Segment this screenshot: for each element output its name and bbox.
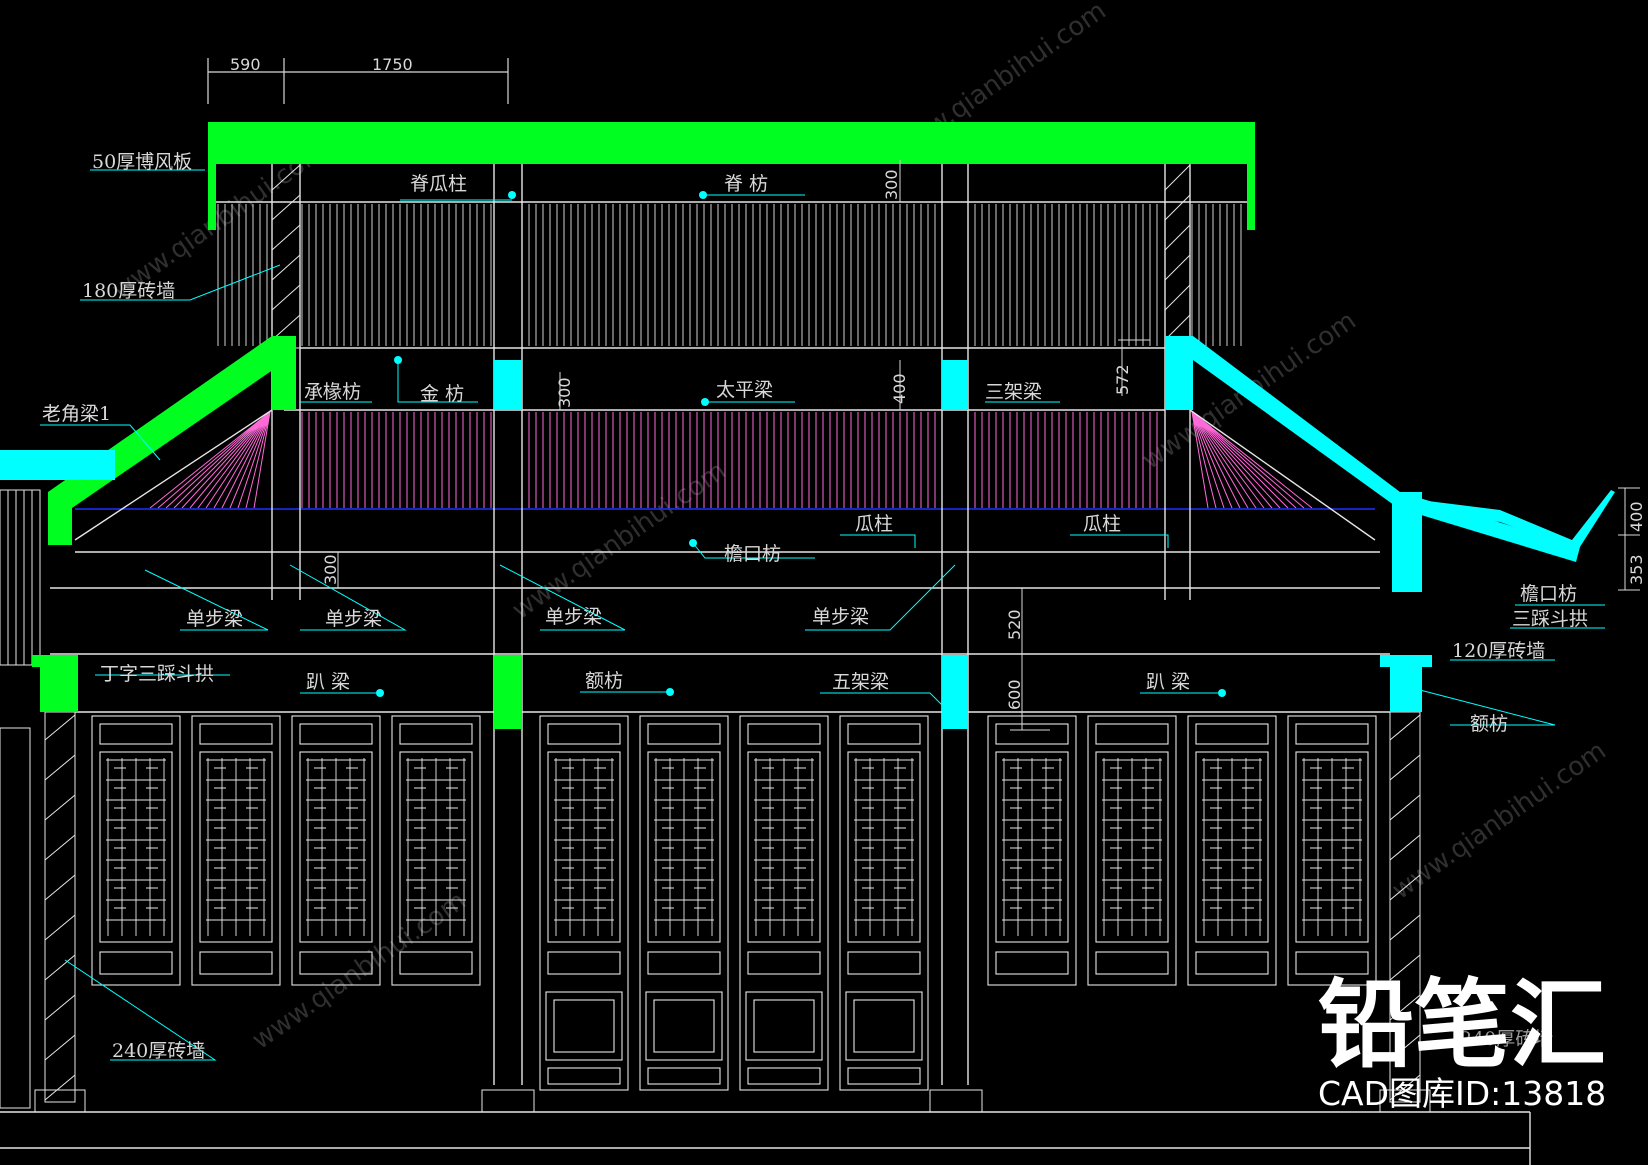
annotation-labels: 50厚博风板 180厚砖墙 老角梁1 脊瓜柱 脊 枋 承椽枋 金 枋 太平梁 三… — [42, 151, 1588, 1062]
cad-id: CAD图库ID:13818 — [1318, 1074, 1606, 1113]
leader-lines — [40, 169, 1605, 1061]
dim-520: 520 — [1005, 609, 1024, 640]
label-danbu-3: 单步梁 — [545, 606, 602, 628]
dim-400-right: 400 — [1627, 501, 1646, 532]
dim-600: 600 — [1005, 679, 1024, 710]
lower-roof-hatch — [149, 411, 1313, 509]
green-members — [32, 122, 1255, 729]
brand-watermark: 铅笔汇 CAD图库ID:13818 — [1318, 969, 1606, 1113]
lower-brick-walls — [34, 711, 1431, 1113]
label-chengchuanfang: 承椽枋 — [304, 381, 361, 403]
svg-text:www.qianbihui.com: www.qianbihui.com — [1387, 736, 1612, 906]
dim-400-taiping: 400 — [890, 373, 909, 404]
label-sancai-dougong: 三踩斗拱 — [1512, 608, 1588, 630]
dim-300-eave: 300 — [321, 554, 340, 585]
label-wall-180: 180厚砖墙 — [82, 280, 175, 302]
label-laojiaoliang: 老角梁1 — [42, 403, 111, 425]
label-yankoufang-right: 檐口枋 — [1520, 583, 1577, 605]
label-yankoufang: 檐口枋 — [724, 543, 781, 565]
dim-1750: 1750 — [372, 55, 413, 74]
label-wall-240-right: 240厚砖墙 — [1460, 1028, 1553, 1050]
label-jifang: 脊 枋 — [724, 173, 768, 195]
label-danbu-2: 单步梁 — [325, 608, 382, 630]
dim-590: 590 — [230, 55, 261, 74]
label-sanjialiang: 三架梁 — [985, 381, 1042, 403]
label-danbu-4: 单步梁 — [812, 606, 869, 628]
dim-353: 353 — [1627, 554, 1646, 585]
label-dots — [376, 191, 1226, 697]
left-outer-wall — [0, 489, 41, 1109]
upper-roof-hatch — [217, 204, 1242, 346]
dim-300-ridge: 300 — [882, 169, 901, 200]
cyan-members — [0, 336, 1615, 729]
label-efang: 额枋 — [585, 670, 623, 692]
top-dimension — [207, 58, 509, 104]
label-guazhu-2: 瓜柱 — [1083, 513, 1121, 535]
dim-300-jin: 300 — [555, 377, 574, 408]
structure-lines — [0, 160, 1531, 1165]
svg-text:www.qianbihui.com: www.qianbihui.com — [507, 456, 732, 626]
label-taipingliang: 太平梁 — [716, 379, 773, 401]
label-paliang-1: 趴 梁 — [306, 671, 350, 693]
brand-logo: 铅笔汇 — [1318, 969, 1606, 1081]
label-efang-right: 额枋 — [1470, 713, 1508, 735]
label-paliang-2: 趴 梁 — [1146, 671, 1190, 693]
dim-572: 572 — [1113, 364, 1132, 395]
vertical-dimensions — [337, 160, 1640, 731]
label-bofengban: 50厚博风板 — [92, 151, 192, 173]
label-jinfang: 金 枋 — [420, 383, 464, 405]
label-guazhu-1: 瓜柱 — [855, 513, 893, 535]
label-wall-120: 120厚砖墙 — [1452, 640, 1545, 662]
label-wujialiang: 五架梁 — [832, 671, 889, 693]
door-panels — [91, 715, 1377, 1091]
label-danbu-1: 单步梁 — [186, 608, 243, 630]
label-jiguazhu: 脊瓜柱 — [410, 173, 467, 195]
label-dingzi-dougong: 丁字三踩斗拱 — [100, 663, 214, 685]
label-wall-240: 240厚砖墙 — [112, 1040, 205, 1062]
